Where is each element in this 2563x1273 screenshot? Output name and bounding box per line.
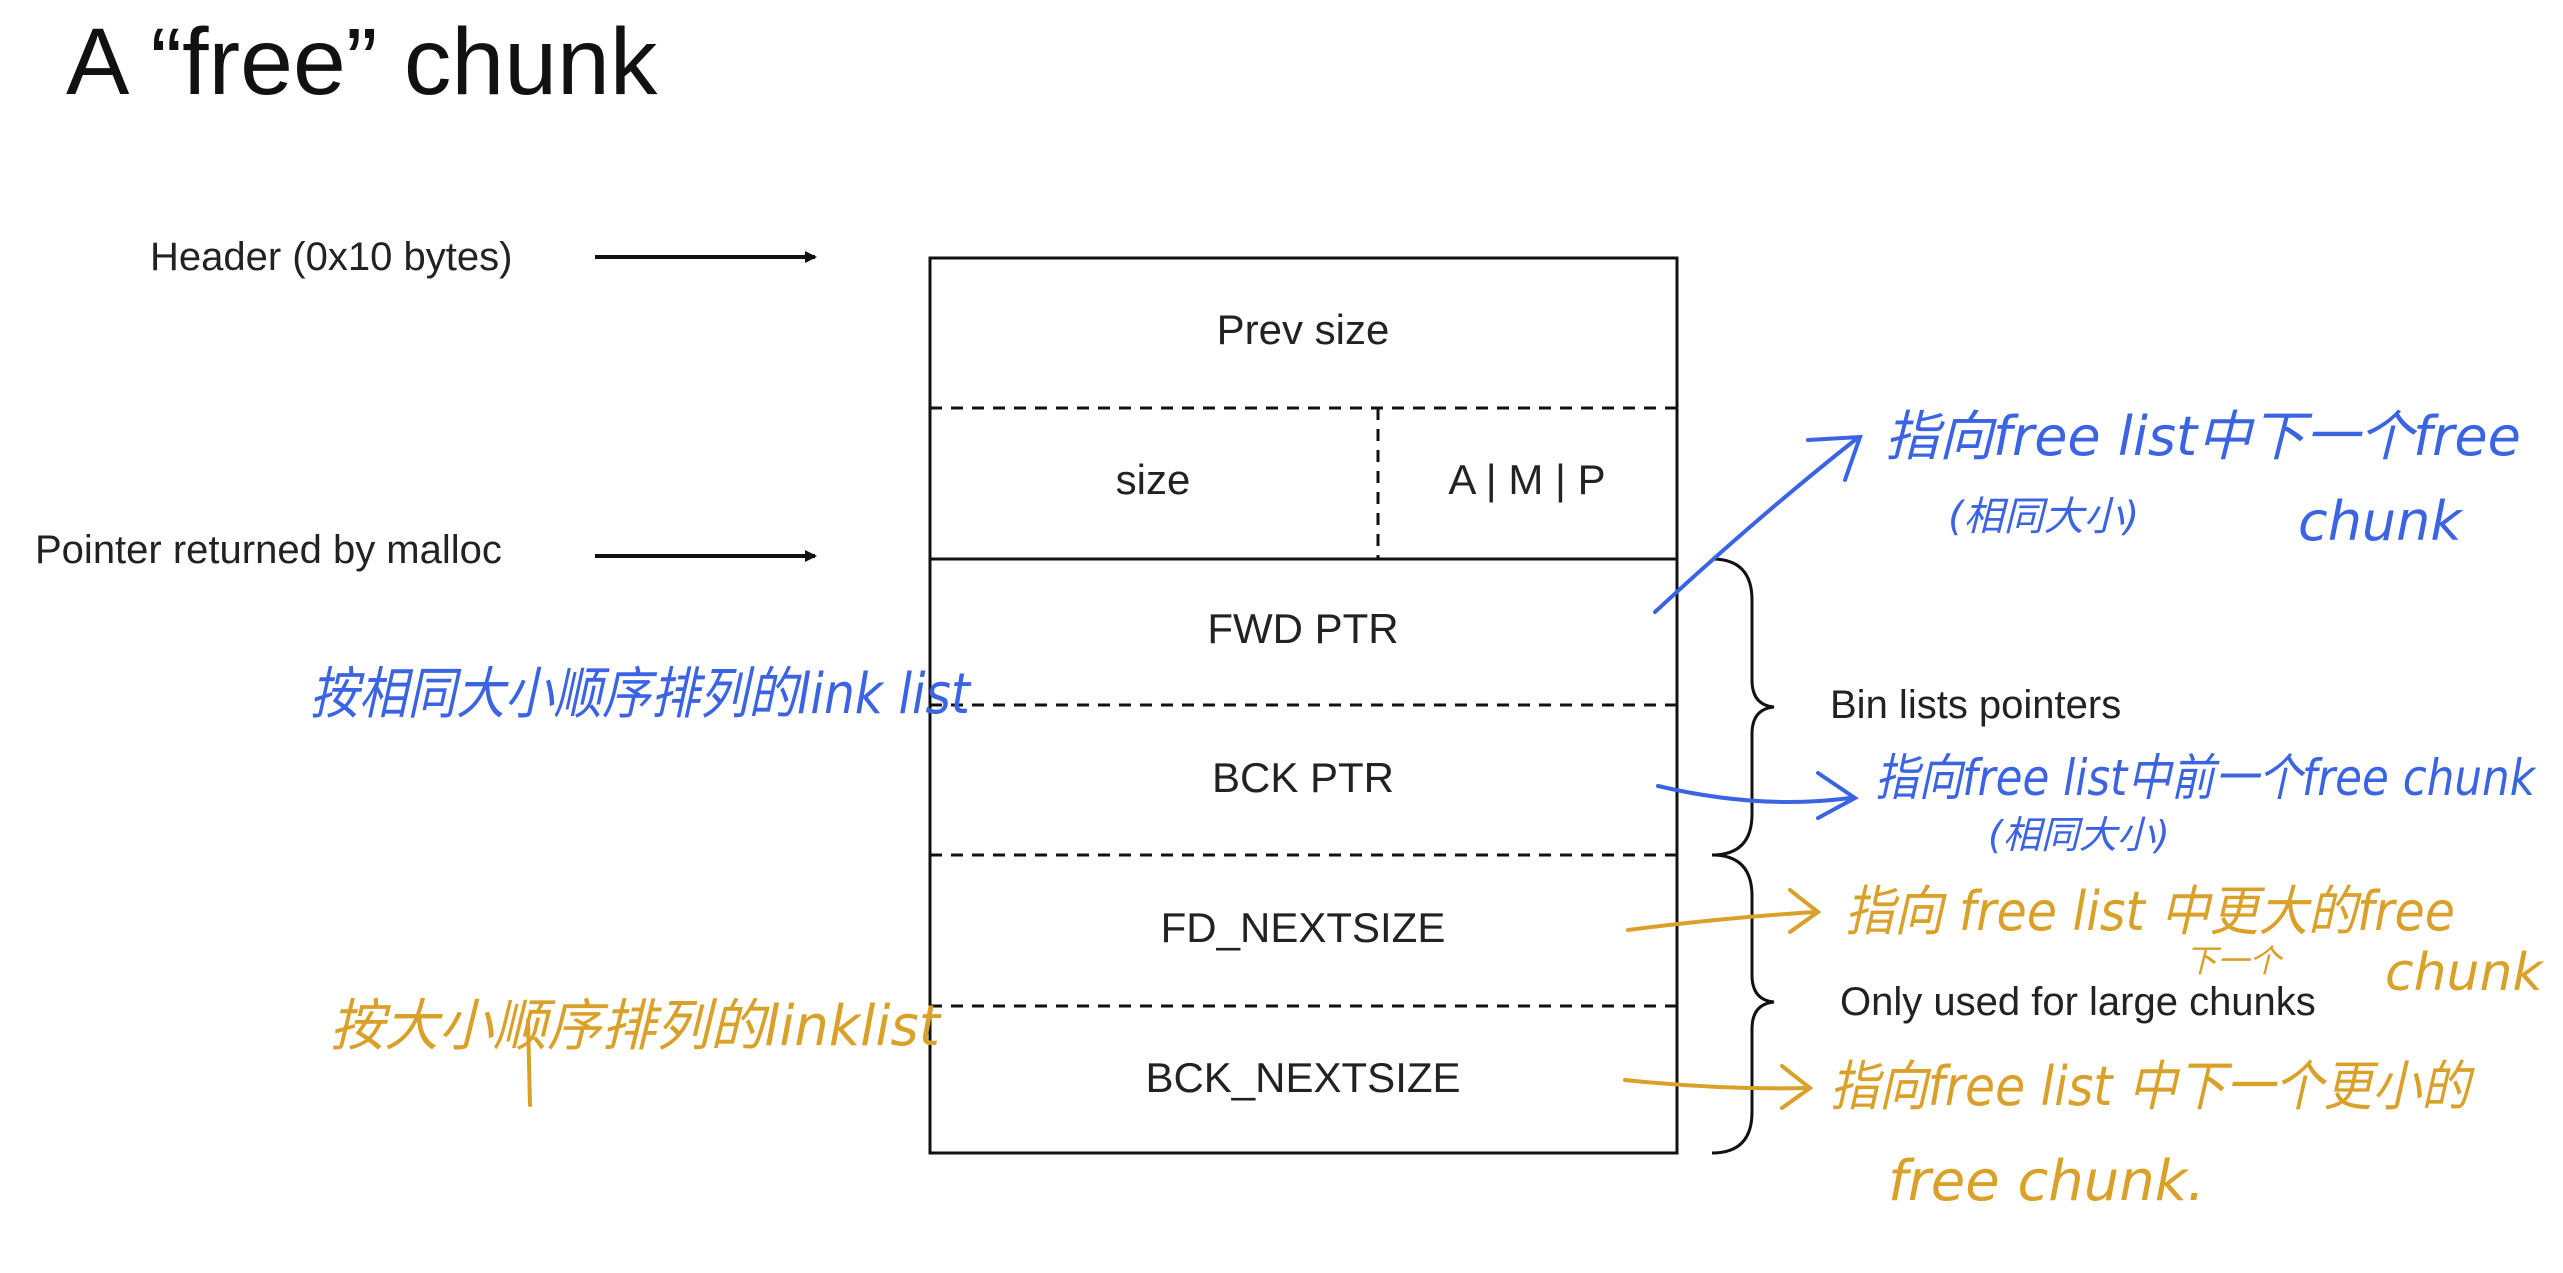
header-label: Header (0x10 bytes) (150, 235, 512, 279)
orange-note-left: 按大小顺序排列的linklist (330, 994, 942, 1059)
orange-arrowhead-bck (1780, 1064, 1814, 1110)
field-bck-ptr: BCK PTR (1212, 754, 1394, 801)
field-fd-nextsize: FD_NEXTSIZE (1161, 904, 1446, 951)
field-fwd-ptr: FWD PTR (1207, 605, 1398, 652)
orange-arrow-fd (1626, 910, 1817, 932)
orange-arrow-bck (1623, 1078, 1810, 1091)
blue-note-bck-2: (相同大小) (1988, 813, 2170, 857)
blue-note-fwd-3: chunk (2298, 490, 2464, 553)
blue-note-bck-1: 指向free list中前一个free chunk (1875, 749, 2537, 807)
field-amp-flags: A | M | P (1448, 456, 1605, 503)
blue-note-fwd-1: 指向free list中下一个free (1885, 405, 2521, 468)
brace-large-chunks (1711, 853, 1775, 1155)
blue-note-left: 按相同大小顺序排列的link list (310, 662, 972, 727)
orange-note-bck-2: free chunk. (1888, 1149, 2205, 1214)
slide-title: A “free” chunk (66, 9, 658, 115)
blue-arrow-fwd (1653, 438, 1857, 614)
blue-arrow-bck (1656, 784, 1852, 804)
orange-note-bck-1: 指向free list 中下一个更小的 (1830, 1055, 2475, 1118)
field-bck-nextsize: BCK_NEXTSIZE (1145, 1054, 1460, 1101)
orange-note-fd-1: 指向 free list 中更大的free (1845, 880, 2455, 943)
blue-note-fwd-2: (相同大小) (1948, 494, 2139, 540)
brace-label-bin-lists: Bin lists pointers (1830, 683, 2121, 727)
orange-annotations (526, 888, 1822, 1110)
orange-note-fd-3: chunk (2385, 943, 2544, 1003)
blue-arrowhead-bck (1816, 771, 1859, 820)
blue-arrowhead-fwd (1806, 434, 1863, 482)
orange-note-fd-2: 下一个 (2185, 942, 2284, 980)
field-size: size (1116, 456, 1191, 503)
brace-label-large-chunks: Only used for large chunks (1840, 980, 2316, 1024)
field-prev-size: Prev size (1217, 306, 1390, 353)
orange-left-stroke (526, 1018, 532, 1107)
blue-annotations (1653, 434, 1863, 820)
pointer-label: Pointer returned by malloc (35, 528, 502, 572)
orange-arrowhead-fd (1788, 888, 1822, 934)
brace-bin-lists (1711, 557, 1775, 857)
